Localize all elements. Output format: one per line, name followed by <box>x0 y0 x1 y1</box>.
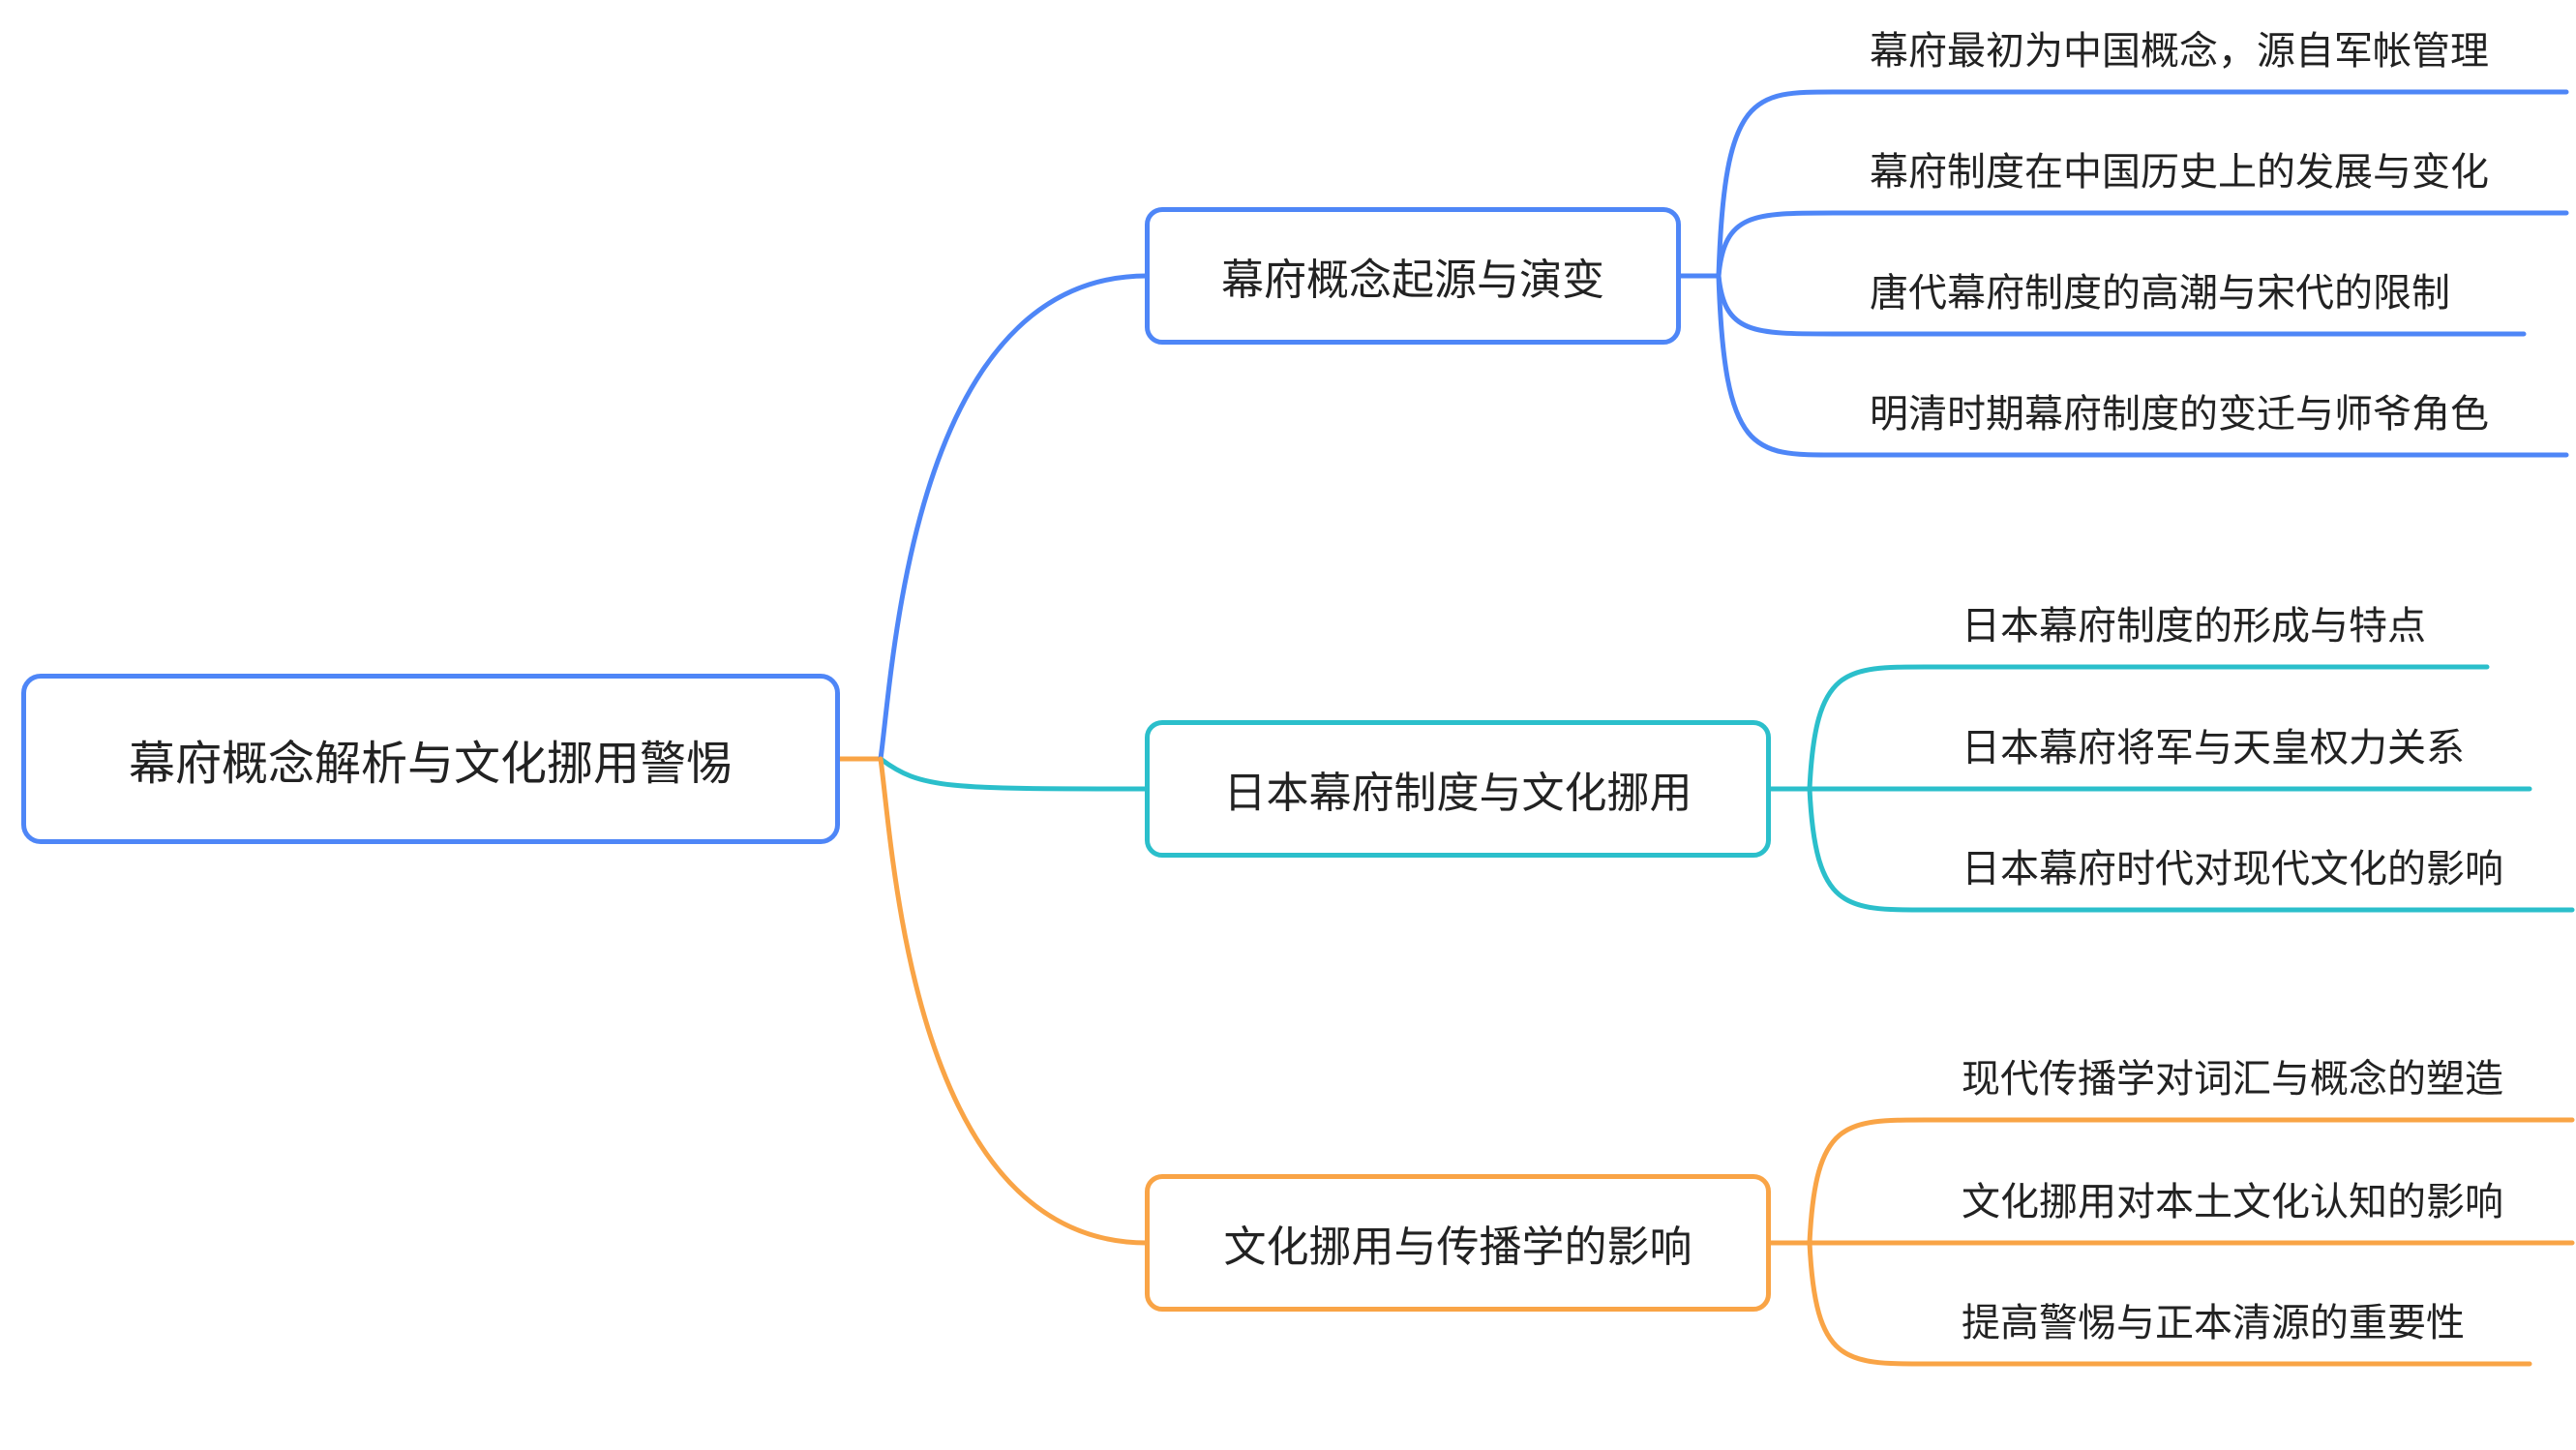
root-to-branch-connector <box>878 756 1150 1246</box>
subtopic[interactable]: 幕府最初为中国概念，源自军帐管理 <box>1870 29 2489 74</box>
branch-to-subtopic-connector <box>1716 273 2527 337</box>
branch-topic-label: 幕府概念起源与演变 <box>1221 256 1604 305</box>
subtopic[interactable]: 唐代幕府制度的高潮与宋代的限制 <box>1870 271 2450 316</box>
root-topic-label: 幕府概念解析与文化挪用警惕 <box>128 737 733 791</box>
root-to-branch-connector <box>878 756 1150 792</box>
branch-topic-label: 日本幕府制度与文化挪用 <box>1223 769 1692 818</box>
branch-topic-japan[interactable]: 日本幕府制度与文化挪用 <box>1145 720 1771 858</box>
branch-to-subtopic-connector <box>1716 210 2569 279</box>
subtopic[interactable]: 提高警惕与正本清源的重要性 <box>1962 1301 2465 1345</box>
subtopic[interactable]: 幕府制度在中国历史上的发展与变化 <box>1870 150 2489 195</box>
branch-to-subtopic-connector <box>1716 273 2569 458</box>
subtopic[interactable]: 日本幕府将军与天皇权力关系 <box>1962 726 2465 770</box>
subtopic[interactable]: 日本幕府制度的形成与特点 <box>1962 604 2426 649</box>
subtopic[interactable]: 现代传播学对词汇与概念的塑造 <box>1962 1057 2503 1102</box>
branch-to-subtopic-connector <box>1716 89 2569 279</box>
subtopic[interactable]: 文化挪用对本土文化认知的影响 <box>1962 1180 2503 1224</box>
subtopic[interactable]: 明清时期幕府制度的变迁与师爷角色 <box>1870 392 2489 437</box>
branch-to-subtopic-connector <box>1807 1240 2532 1367</box>
root-topic[interactable]: 幕府概念解析与文化挪用警惕 <box>21 674 840 844</box>
branch-to-subtopic-connector <box>1807 786 2575 913</box>
branch-topic-label: 文化挪用与传播学的影响 <box>1223 1223 1692 1272</box>
branch-topic-appropriation[interactable]: 文化挪用与传播学的影响 <box>1145 1174 1771 1312</box>
branch-to-subtopic-connector <box>1807 1117 2575 1246</box>
root-to-branch-connector <box>878 273 1150 762</box>
branch-topic-origin[interactable]: 幕府概念起源与演变 <box>1145 207 1681 345</box>
subtopic[interactable]: 日本幕府时代对现代文化的影响 <box>1962 847 2503 891</box>
branch-to-subtopic-connector <box>1807 664 2490 792</box>
